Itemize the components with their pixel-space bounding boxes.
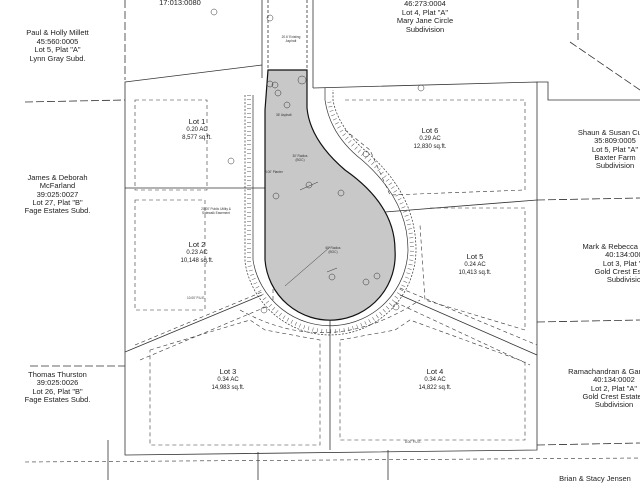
lot-area: 8,577 sq.ft. <box>182 135 212 141</box>
lot-area: 10,413 sq.ft. <box>458 270 492 276</box>
parcel-subdivision: Fage Estates Subd. <box>24 206 91 216</box>
parcel-subdivision: Subdivision <box>405 24 445 34</box>
lot-3-label: Lot 3 0.34 AC 14,983 sq.ft. <box>203 367 253 392</box>
lot-acres: 0.24 AC <box>464 262 486 268</box>
parcel-owner: Brian & Stacy Jensen <box>559 474 631 483</box>
lot-area: 14,983 sq.ft. <box>211 385 245 391</box>
parcel-lot: Lot 26, Plat "B" <box>32 386 83 396</box>
parcel-owner: Shaun & Susan Cutler <box>577 128 640 137</box>
lot-name: Lot 1 <box>188 117 206 126</box>
lot-5-label: Lot 5 0.24 AC 10,413 sq.ft. <box>450 252 500 277</box>
parcel-number: 39:025:0027 <box>36 189 79 199</box>
neighbor-parcel-top-right: 46:273:0004 Lot 4, Plat "A" Mary Jane Ci… <box>375 0 475 34</box>
lot-name: Lot 6 <box>421 126 439 135</box>
parcel-subdivision: Gold Crest Estates <box>582 391 640 401</box>
lot-name: Lot 2 <box>188 240 206 249</box>
neighbor-parcel-cutler: Shaun & Susan Cutler 35:809:0005 Lot 5, … <box>560 128 640 171</box>
parcel-subdivision: Fage Estates Subd. <box>24 394 91 404</box>
subdivision-boundary <box>124 64 538 456</box>
radius-note: 30' Radius (BOC) <box>292 154 308 162</box>
parcel-lot: Lot 27, Plat "B" <box>32 197 83 207</box>
parcel-lot: Lot 5, Plat "A" <box>591 144 639 154</box>
parcel-subdivision: Mary Jane Circle <box>396 16 454 25</box>
lot-6-label: Lot 6 0.29 AC 12,830 sq.ft. <box>405 126 455 151</box>
parcel-owner: Ramachandran & Gary Ske <box>568 367 640 376</box>
parcel-subdivision: Gold Crest Estates <box>594 266 640 276</box>
lot-name: Lot 3 <box>219 367 237 376</box>
parcel-number: 46:273:0004 <box>404 0 446 8</box>
neighbor-parcel-mcfarland: James & Deborah McFarland 39:025:0027 Lo… <box>10 173 105 216</box>
neighbor-parcel-thurston: Thomas Thurston 39:025:0026 Lot 26, Plat… <box>10 370 105 404</box>
parcel-owner: Mark & Rebecca McEntire <box>582 242 640 251</box>
radius-note: 60' Radius (BOC) <box>325 246 341 254</box>
planter-note: 8.00' Planter <box>265 170 283 174</box>
parcel-owner: McFarland <box>39 181 76 191</box>
parcel-subdivision: Subdivision <box>606 275 640 285</box>
existing-asphalt-note: 20.6' Existing Asphalt <box>281 35 301 43</box>
neighbor-parcel-jensen: Brian & Stacy Jensen <box>540 473 640 484</box>
pue-note: 8.00' P.U.E. <box>405 440 422 444</box>
cul-de-sac-pavement <box>264 69 396 321</box>
parcel-number: 35:809:0005 <box>594 136 636 146</box>
parcel-number: 45:560:0005 <box>36 36 79 46</box>
neighbor-parcel-mcentire: Mark & Rebecca McEntire 40:134:0003 Lot … <box>566 242 640 285</box>
lot-acres: 0.34 AC <box>424 377 446 383</box>
lot-4-label: Lot 4 0.34 AC 14,822 sq.ft. <box>410 367 460 392</box>
pue-note: 10.00' P.U.E. <box>187 296 206 300</box>
lot-area: 10,148 sq.ft. <box>180 258 214 264</box>
neighbor-parcel-ramachandran: Ramachandran & Gary Ske 40:134:0002 Lot … <box>554 367 640 410</box>
parcel-subdivision: Baxter Farm <box>594 152 636 162</box>
lot-area: 12,830 sq.ft. <box>413 144 447 150</box>
parcel-owner: James & Deborah <box>27 173 88 182</box>
lot-area: 14,822 sq.ft. <box>418 385 452 391</box>
lot-name: Lot 5 <box>466 252 484 261</box>
lot-1-label: Lot 1 0.20 AC 8,577 sq.ft. <box>172 117 222 142</box>
parcel-lot: Lot 5, Plat "A" <box>34 45 81 54</box>
parcel-number: 39:025:0026 <box>36 378 79 388</box>
lot-name: Lot 4 <box>426 367 444 376</box>
neighbor-parcel-millett: Paul & Holly Millett 45:560:0005 Lot 5, … <box>10 28 105 63</box>
parcel-number: 17:013:0080 <box>159 0 201 7</box>
parcel-subdivision: Subdivision <box>595 161 635 171</box>
parcel-lot: Lot 2, Plat "A" <box>590 383 638 393</box>
lot-acres: 0.34 AC <box>217 377 239 383</box>
easement-note: 20.00' Public Utility & Sidewalk Easemen… <box>201 207 231 215</box>
parcel-number: 40:134:0003 <box>605 250 640 260</box>
parcel-owner: Paul & Holly Millett <box>26 28 89 37</box>
parcel-owner: Thomas Thurston <box>28 370 87 379</box>
parcel-lot: Lot 3, Plat "A" <box>602 258 640 268</box>
neighbor-parcel-top-left: 17:013:0080 <box>145 0 215 8</box>
parcel-subdivision: Subdivision <box>594 400 634 410</box>
lot-acres: 0.20 AC <box>186 127 208 133</box>
lot-acres: 0.23 AC <box>186 250 208 256</box>
lot-2-label: Lot 2 0.23 AC 10,148 sq.ft. <box>172 240 222 265</box>
lot-acres: 0.29 AC <box>419 136 441 142</box>
parcel-lot: Lot 4, Plat "A" <box>401 7 449 17</box>
asphalt-width-note: 36' Asphalt <box>276 113 292 117</box>
parcel-subdivision: Lynn Gray Subd. <box>29 53 86 63</box>
parcel-number: 40:134:0002 <box>593 375 635 385</box>
